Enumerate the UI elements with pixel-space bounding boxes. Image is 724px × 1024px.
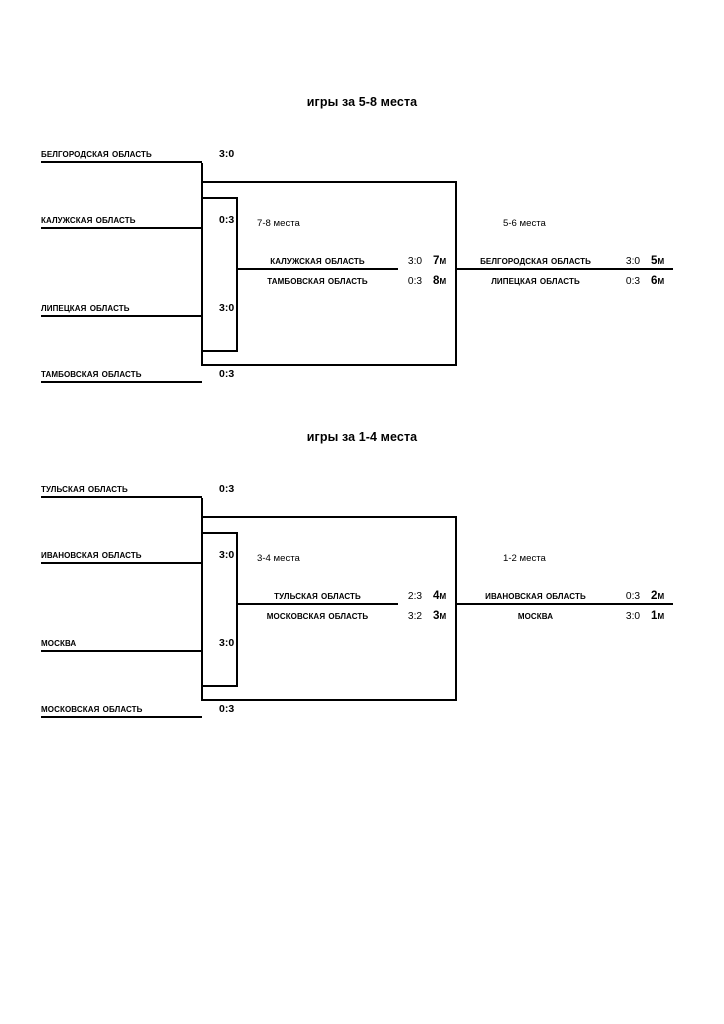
team-name: Тульская область [274, 590, 361, 602]
round-label: 1-2 места [503, 553, 546, 564]
match-score: 3:0 [219, 637, 235, 649]
match-score: 0:3 [625, 276, 641, 287]
match-score: 3:0 [625, 611, 641, 622]
row-divider [237, 268, 398, 271]
team-name: Калужская область [41, 214, 136, 226]
bracket-connector-line [201, 685, 238, 688]
match-row[interactable]: Липецкая область 0:3 6м [455, 270, 673, 288]
match-score: 0:3 [219, 483, 235, 495]
match-score: 3:0 [219, 148, 235, 160]
team-name: Московская область [41, 703, 143, 715]
first-round-entry[interactable]: Москва 3:0 [41, 633, 234, 652]
team-name: Белгородская область [41, 148, 152, 160]
match-score: 3:0 [625, 256, 641, 267]
first-round-entry[interactable]: Ивановская область 3:0 [41, 545, 234, 564]
bracket-connector-line [201, 197, 238, 200]
round-label: 5-6 места [503, 218, 546, 229]
rank-badge: 7м [433, 254, 447, 267]
team-name: Ивановская область [41, 549, 142, 561]
rank-badge: 3м [433, 609, 447, 622]
match-score: 3:0 [219, 302, 235, 314]
bracket-connector-line [201, 516, 457, 519]
match-row[interactable]: Белгородская область 3:0 5м [455, 250, 673, 268]
match-score: 0:3 [219, 368, 235, 380]
match-row[interactable]: Московская область 3:2 3м [237, 605, 455, 623]
first-round-entry[interactable]: Калужская область 0:3 [41, 210, 234, 229]
match-score: 2:3 [407, 591, 423, 602]
rank-badge: 4м [433, 589, 447, 602]
bracket-connector-line [236, 532, 239, 687]
first-round-entry[interactable]: Липецкая область 3:0 [41, 298, 234, 317]
first-round-entry[interactable]: Тамбовская область 0:3 [41, 364, 234, 383]
rank-badge: 8м [433, 274, 447, 287]
match-score: 0:3 [407, 276, 423, 287]
match-row[interactable]: Калужская область 3:0 7м [237, 250, 455, 268]
team-name: Москва [517, 610, 554, 622]
team-name: Липецкая область [491, 275, 580, 287]
first-round-entry[interactable]: Белгородская область 3:0 [41, 144, 234, 163]
bracket-connector-line [236, 197, 239, 352]
bracket-connector-line [201, 181, 457, 184]
first-round-entry[interactable]: Московская область 0:3 [41, 699, 234, 718]
match-row[interactable]: Тульская область 2:3 4м [237, 585, 455, 603]
bracket-connector-line [201, 532, 238, 535]
match-row[interactable]: Москва 3:0 1м [455, 605, 673, 623]
bracket-connector-line [455, 181, 458, 366]
team-name: Московская область [266, 610, 369, 622]
match-score: 0:3 [219, 214, 235, 226]
match-score: 3:2 [407, 611, 423, 622]
row-divider [455, 603, 673, 606]
team-name: Калужская область [270, 255, 365, 267]
round-label: 3-4 места [257, 553, 300, 564]
rank-badge: 5м [651, 254, 665, 267]
bracket-connector-line [201, 364, 457, 367]
match-score: 3:0 [407, 256, 423, 267]
row-divider [237, 603, 398, 606]
team-name: Липецкая область [41, 302, 130, 314]
team-name: Белгородская область [480, 255, 591, 267]
bracket-connector-line [201, 350, 238, 353]
match-score: 0:3 [625, 591, 641, 602]
team-name: Тульская область [41, 483, 128, 495]
team-name: Москва [41, 637, 77, 649]
row-divider [455, 268, 673, 271]
bracket-connector-line [455, 516, 458, 701]
team-name: Тамбовская область [41, 368, 142, 380]
match-score: 3:0 [219, 549, 235, 561]
first-round-entry[interactable]: Тульская область 0:3 [41, 479, 234, 498]
section-title-5-8: игры за 5-8 места [306, 95, 418, 109]
rank-badge: 2м [651, 589, 665, 602]
bracket-connector-line [201, 699, 457, 702]
section-title-1-4: игры за 1-4 места [306, 430, 418, 444]
team-name: Тамбовская область [267, 275, 368, 287]
rank-badge: 1м [651, 609, 665, 622]
rank-badge: 6м [651, 274, 665, 287]
match-row[interactable]: Тамбовская область 0:3 8м [237, 270, 455, 288]
bracket-connector-line [201, 498, 204, 701]
match-score: 0:3 [219, 703, 235, 715]
round-label: 7-8 места [257, 218, 300, 229]
team-name: Ивановская область [485, 590, 586, 602]
match-row[interactable]: Ивановская область 0:3 2м [455, 585, 673, 603]
bracket-connector-line [201, 163, 204, 366]
